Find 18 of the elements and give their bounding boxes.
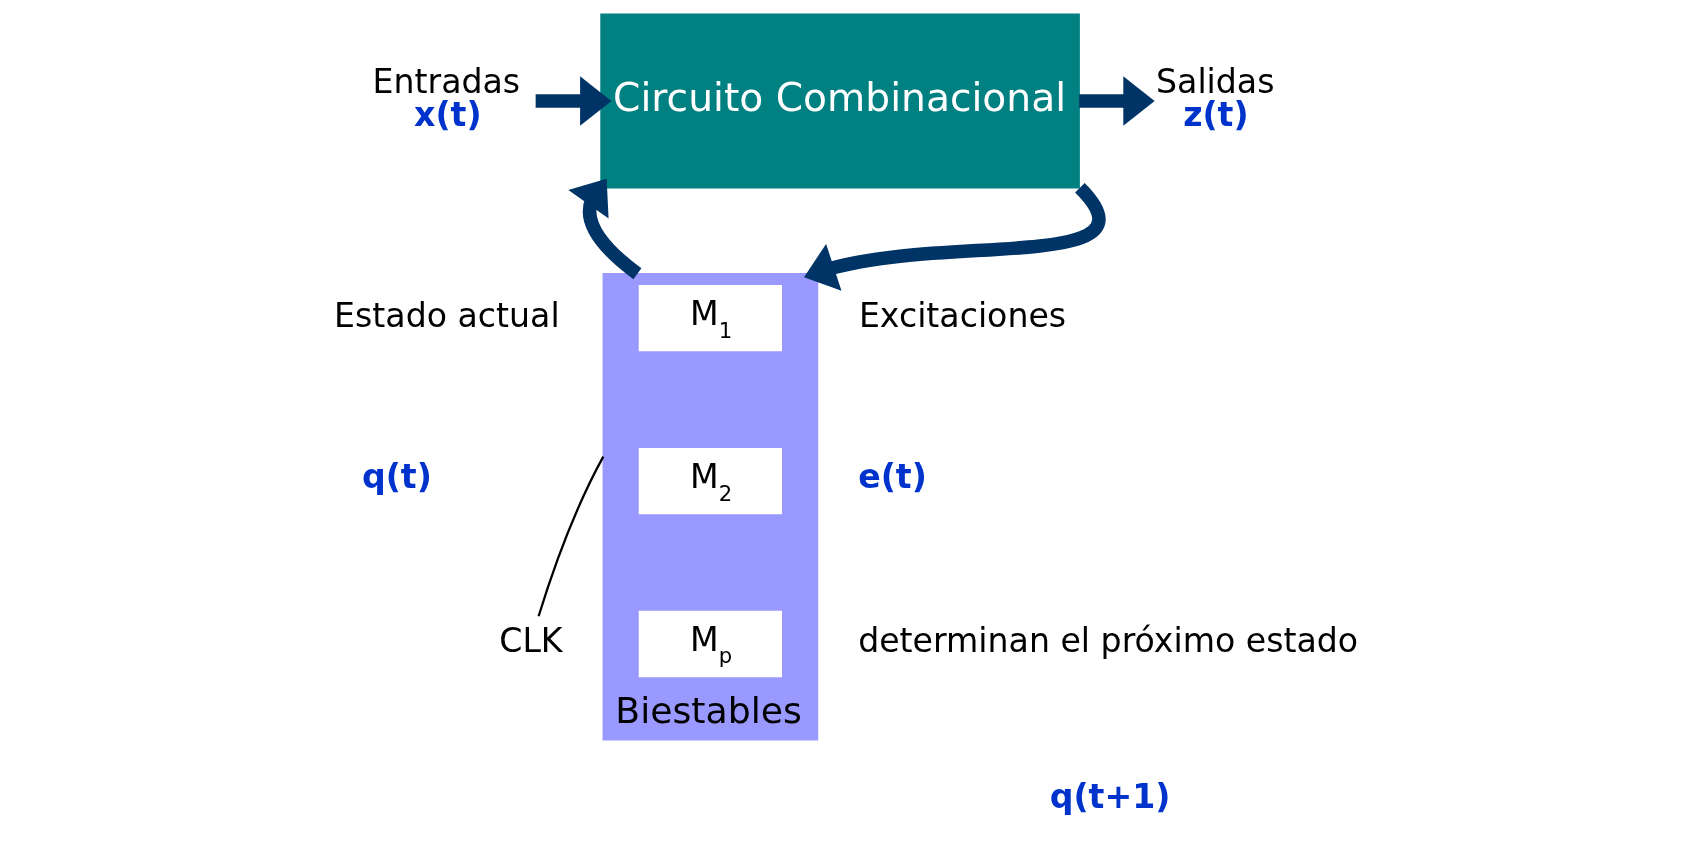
label: e(t) xyxy=(858,457,927,497)
label: Estado actual xyxy=(334,295,560,335)
node-text: Entradas x(t) xyxy=(372,61,521,135)
arrow xyxy=(1079,76,1155,126)
label: q(t+1) xyxy=(1049,777,1171,817)
node-box: M$_{p}$ xyxy=(638,610,782,678)
node-box: M$_{2}$ xyxy=(638,447,782,515)
arrow xyxy=(535,76,612,126)
connector xyxy=(537,456,605,617)
label: Excitaciones xyxy=(858,295,1067,335)
node-text: Salidas z(t) xyxy=(1156,61,1275,135)
arrow xyxy=(804,183,1106,291)
label: determinan el próximo estado xyxy=(858,621,1359,661)
arrow xyxy=(568,178,642,280)
node-box: Circuito Combinacional xyxy=(600,13,1080,189)
node-box: M$_{1}$ xyxy=(638,285,782,352)
label: q(t) xyxy=(362,457,432,497)
node-text: CLK xyxy=(499,621,563,661)
